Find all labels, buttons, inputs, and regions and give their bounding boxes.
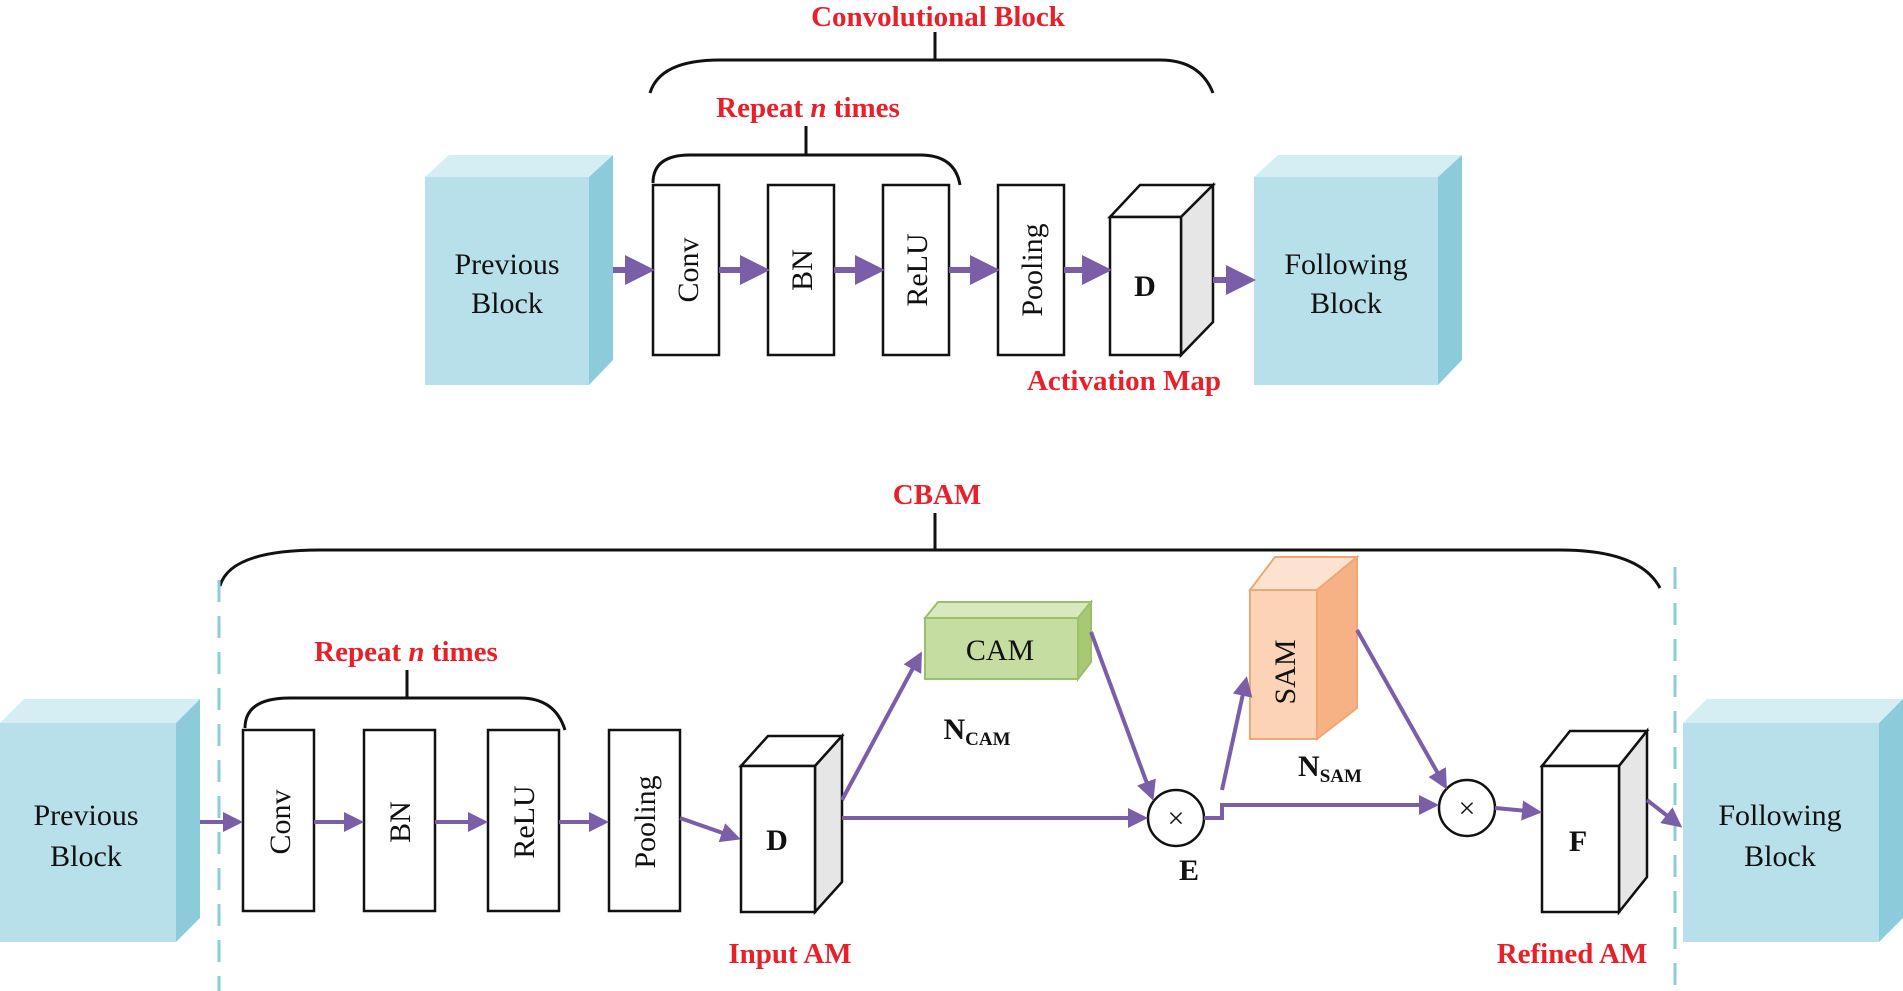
refined-am-label: Refined AM	[1497, 938, 1648, 970]
bottom-following-block: Following Block	[1683, 699, 1903, 942]
refined-am-box: F	[1539, 727, 1650, 916]
bottom-relu-layer: ReLU	[486, 728, 561, 913]
top-following-block: Following Block	[1254, 155, 1462, 385]
input-am-box: D	[738, 732, 845, 916]
top-bn-label: BN	[786, 249, 819, 291]
bottom-following-block-top-face	[1683, 699, 1903, 723]
top-conv-layer: Conv	[651, 183, 721, 357]
top-following-block-top-face	[1254, 155, 1462, 177]
sam-side-face	[1316, 554, 1358, 742]
bottom-pooling-layer: Pooling	[607, 728, 682, 913]
bottom-previous-block: Previous Block	[0, 699, 200, 942]
multiply-e-symbol: ×	[1168, 802, 1185, 835]
cbam-brace	[218, 548, 1662, 589]
multiply-2-symbol: ×	[1459, 792, 1476, 825]
cam-front-face	[924, 617, 1079, 680]
bottom-conv-layer: Conv	[241, 728, 316, 913]
sam-label: SAM	[1269, 639, 1302, 704]
bottom-following-block-label-line1: Following	[1718, 799, 1841, 832]
bottom-arrow-input-to-cam	[840, 651, 922, 801]
bottom-pooling-box	[607, 728, 682, 913]
refined-am-letter: F	[1569, 825, 1587, 858]
input-am-side-face	[813, 732, 844, 916]
bottom-arrow-pooling-to-input	[679, 816, 741, 843]
bottom-previous-block-front-face	[0, 723, 176, 942]
activation-map-label: Activation Map	[1027, 365, 1221, 397]
top-following-block-front-face	[1254, 177, 1438, 385]
top-activation-map-letter: D	[1134, 270, 1156, 303]
top-following-block-side-face	[1438, 155, 1462, 385]
top-repeat-brace	[651, 153, 962, 186]
bottom-bn-box	[362, 728, 437, 913]
bottom-bn-label: BN	[384, 801, 417, 843]
multiply-node-e: ×	[1146, 788, 1206, 848]
input-am-front-face	[739, 764, 817, 914]
multiply-node-2: ×	[1437, 778, 1497, 838]
bottom-conv-label: Conv	[264, 789, 297, 854]
bottom-previous-block-label-line2: Block	[50, 840, 122, 873]
top-conv-label: Conv	[672, 237, 705, 302]
bottom-repeat-label: Repeat n times	[314, 636, 498, 668]
cam-label: CAM	[966, 634, 1034, 667]
cam-box: CAM	[922, 599, 1094, 682]
bottom-previous-block-label-line1: Previous	[34, 799, 139, 832]
convolutional-block-section: Convolutional Block Repeat n times Previ…	[425, 1, 1462, 397]
top-pooling-layer: Pooling	[996, 183, 1066, 357]
bottom-pooling-label: Pooling	[629, 775, 662, 868]
convolutional-block-brace	[648, 58, 1215, 94]
sam-box: SAM	[1247, 554, 1360, 742]
bottom-arrow-sam-to-multiply-2	[1355, 629, 1447, 790]
bottom-arrow-e-to-sam	[1220, 676, 1253, 791]
bottom-flow-arrows	[200, 629, 1683, 843]
bottom-arrow-multiply-2-to-refined	[1494, 800, 1542, 821]
bottom-previous-block-top-face	[0, 699, 200, 723]
bottom-arrow-refined-to-following	[1645, 798, 1683, 828]
top-activation-map-side-face	[1179, 181, 1215, 359]
n-cam-label: NCAM	[943, 713, 1010, 750]
top-following-block-label-line1: Following	[1284, 248, 1407, 281]
n-sam-label: NSAM	[1298, 750, 1362, 787]
top-pooling-label: Pooling	[1016, 223, 1049, 316]
top-activation-map-front-face	[1108, 215, 1183, 357]
bottom-following-block-front-face	[1683, 723, 1879, 942]
bottom-arrow-multiply-e-to-multiply-2	[1204, 795, 1439, 820]
cbam-section: CBAM Repeat n times Previous Block Conv …	[0, 479, 1903, 991]
top-previous-block-label-line2: Block	[471, 287, 543, 320]
bottom-following-block-label-line2: Block	[1744, 840, 1816, 873]
top-relu-layer: ReLU	[881, 183, 951, 357]
refined-am-front-face	[1540, 764, 1621, 914]
top-previous-block-side-face	[589, 155, 613, 385]
bottom-bn-layer: BN	[362, 728, 437, 913]
sam-front-face	[1249, 589, 1318, 740]
multiply-e-label: E	[1179, 854, 1199, 887]
top-following-block-label-line2: Block	[1310, 287, 1382, 320]
bottom-repeat-brace	[243, 696, 567, 731]
top-previous-block-label-line1: Previous	[455, 248, 560, 281]
top-flow-arrows	[613, 255, 1256, 295]
cam-top-face	[922, 601, 1094, 619]
top-repeat-label: Repeat n times	[716, 92, 900, 124]
top-bn-box	[766, 183, 836, 357]
top-previous-block-top-face	[425, 155, 613, 177]
input-am-letter: D	[766, 824, 788, 857]
top-previous-block-front-face	[425, 177, 589, 385]
bottom-relu-label: ReLU	[508, 785, 541, 859]
bottom-conv-box	[241, 728, 316, 913]
bottom-arrow-cam-to-multiply-e	[1089, 631, 1156, 801]
bottom-following-block-side-face	[1879, 699, 1903, 942]
input-am-label: Input AM	[728, 938, 851, 970]
convolutional-block-title: Convolutional Block	[811, 1, 1066, 33]
cbam-title: CBAM	[893, 479, 982, 511]
top-activation-map-box: D	[1107, 181, 1217, 359]
top-bn-layer: BN	[766, 183, 836, 357]
top-previous-block: Previous Block	[425, 155, 613, 385]
bottom-previous-block-side-face	[176, 699, 200, 942]
top-relu-label: ReLU	[901, 233, 934, 307]
